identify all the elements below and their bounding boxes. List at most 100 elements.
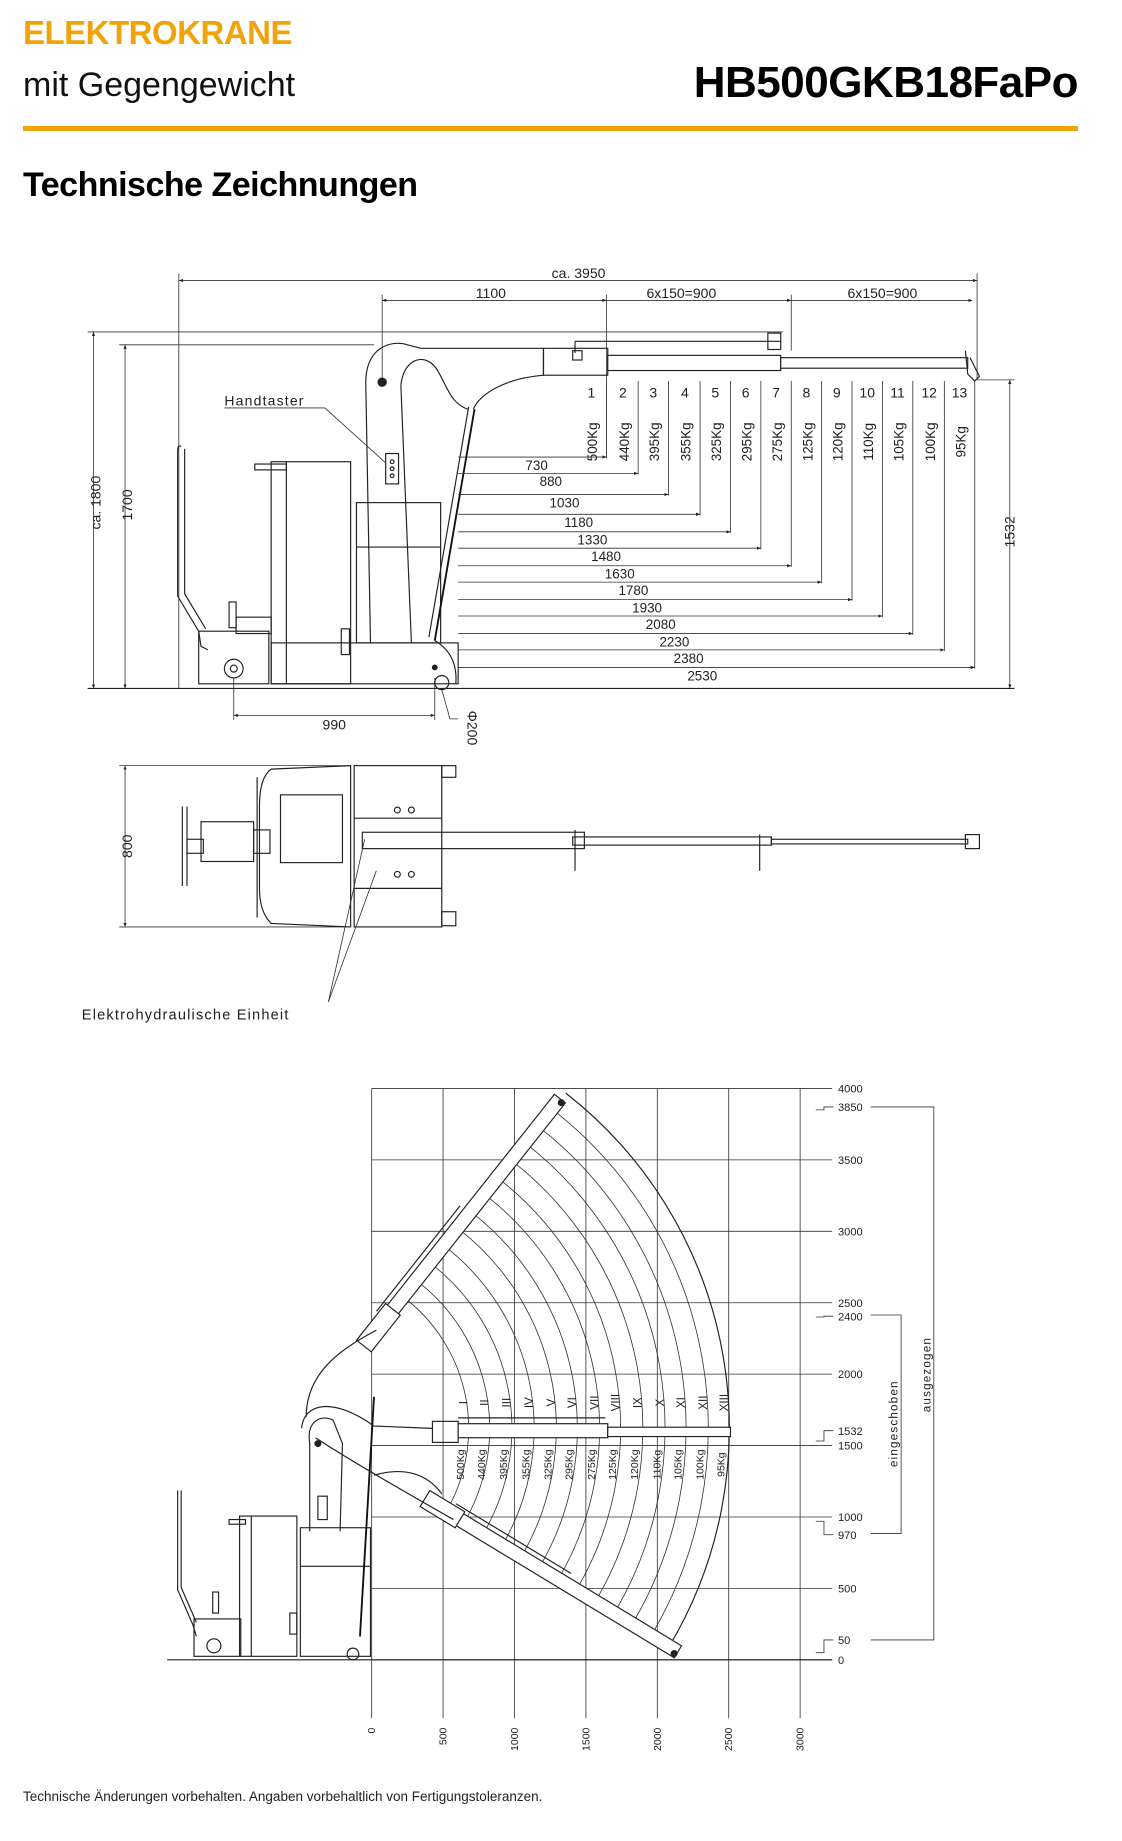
position-roman-label: I [458,1401,471,1404]
y-tick-label: 2500 [838,1298,863,1310]
station-load: 395Kg [647,422,662,461]
station-load: 500Kg [585,422,600,461]
y-tick-label: 2400 [838,1311,863,1323]
side-view-reach-dimensions: 7308801030118013301480163017801930208022… [458,455,975,683]
reach-dim-label: 730 [525,458,547,473]
leader-line [328,839,366,1002]
position-roman-label: X [654,1399,667,1407]
section-title: Technische Zeichnungen [23,166,418,204]
x-tick-label: 500 [438,1727,450,1745]
reach-arc [445,1246,535,1548]
position-roman-label: IX [632,1397,645,1408]
y-tick-label: 50 [838,1635,850,1647]
reach-arc [498,1178,621,1592]
station-number: 5 [711,384,719,400]
station-load: 275Kg [770,422,785,461]
y-tick-label: 0 [838,1655,844,1667]
reach-arc [512,1160,644,1604]
x-tick-label: 1500 [580,1727,592,1751]
x-tick-label: 2500 [723,1727,735,1751]
position-load-label: 100Kg [695,1449,707,1480]
reach-dim-label: 1930 [632,600,662,615]
category-subtitle: mit Gegengewicht [23,66,296,104]
reach-arc [431,1264,513,1536]
dim-total-length: ca. 3950 [552,265,606,281]
reach-dim-label: 1630 [605,567,635,582]
reach-dim-label: 1330 [577,533,607,548]
station-load: 355Kg [679,422,694,461]
extended-bracket [870,1106,935,1641]
position-load-label: 355Kg [520,1449,532,1480]
position-load-label: 440Kg [476,1449,488,1480]
station-number: 9 [833,384,841,400]
reach-arcs [405,1092,730,1648]
station-load: 325Kg [709,422,724,461]
dim-wheelbase: 990 [323,716,347,732]
station-number: 12 [921,384,937,400]
reach-dim-label: 1030 [550,495,580,510]
retracted-label: eingeschoben [888,1380,901,1467]
station-load: 295Kg [740,422,755,461]
y-tick-label: 3000 [838,1226,863,1238]
reach-dim-label: 1480 [591,549,621,564]
model-name: HB500GKB18FaPo [693,58,1079,107]
position-load-label: 295Kg [564,1449,576,1480]
diagram-position-labels: I500KgII440KgIII395KgIV355KgV325KgVI295K… [455,1394,731,1480]
station-load: 440Kg [617,422,632,461]
station-number: 11 [890,384,905,400]
x-tick-label: 2000 [652,1727,664,1751]
leader-line [328,870,377,1002]
x-tick-label: 1000 [509,1727,521,1751]
tick-leader [815,1520,834,1536]
station-number: 7 [772,384,780,400]
dim-extension-2: 6x150=900 [848,285,918,301]
crane-top-drawing [181,765,980,928]
dim-height-boom: 1700 [119,489,135,520]
handtaster-icon [385,452,400,485]
station-number: 10 [859,384,875,400]
reach-arc [405,1298,470,1514]
reach-dim-label: 2080 [646,617,676,632]
position-roman-label: V [545,1399,558,1407]
station-load: 100Kg [923,422,938,461]
tick-leader [815,1315,834,1318]
x-tick-label: 0 [366,1727,378,1733]
dim-base-to-boom: 1100 [476,285,506,301]
y-tick-label: 4000 [838,1084,863,1096]
tick-leader [815,1430,834,1442]
hydraulic-unit-label: Elektrohydraulische Einheit [82,1007,290,1023]
y-tick-label: 1532 [838,1426,863,1438]
station-number: 4 [681,384,689,400]
y-tick-label: 1500 [838,1441,863,1453]
x-tick-label: 3000 [795,1727,807,1751]
y-tick-label: 3500 [838,1155,863,1167]
position-roman-label: XIII [718,1394,731,1412]
reach-dim-label: 2530 [687,668,717,683]
station-load: 105Kg [891,422,906,461]
dim-height-total: ca. 1800 [88,476,104,530]
top-view: 800 Elektrohydraulische Einhe [82,765,980,1023]
position-load-label: 110Kg [651,1450,663,1480]
reach-arc [552,1109,709,1637]
position-roman-label: III [501,1398,514,1408]
position-load-label: 95Kg [716,1452,728,1477]
dim-width: 800 [119,834,135,858]
reach-dim-label: 2230 [659,634,689,649]
dim-extension-1: 6x150=900 [647,285,717,301]
tick-leader [815,1639,834,1654]
position-roman-label: XI [675,1397,688,1408]
reach-arc [525,1143,666,1615]
station-load: 95Kg [953,426,968,457]
dim-hook-height: 1532 [1001,516,1017,547]
position-load-label: 120Kg [629,1449,641,1480]
position-roman-label: VIII [609,1394,622,1412]
reach-dim-label: 2380 [674,651,704,666]
y-tick-label: 1000 [838,1512,863,1524]
position-load-label: 275Kg [586,1449,598,1480]
station-number: 1 [587,384,595,400]
reach-dim-label: 1180 [564,515,593,530]
position-load-label: 125Kg [607,1449,619,1480]
